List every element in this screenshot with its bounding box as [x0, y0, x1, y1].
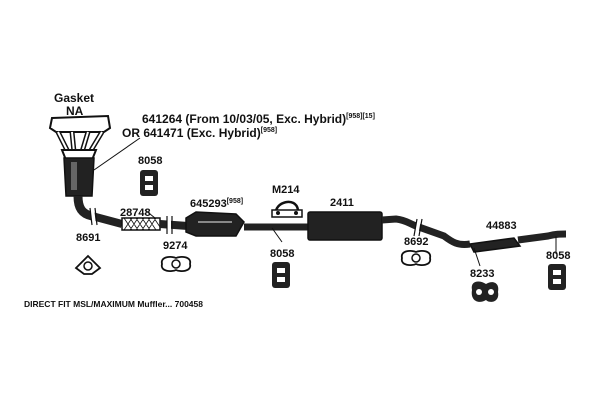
hanger-top-label: 8058	[138, 155, 162, 167]
hanger-mid-label: 8058	[270, 248, 294, 260]
hanger-8233-label: 8233	[470, 268, 494, 280]
hanger-top-part	[140, 170, 158, 196]
flange-joint-flex	[166, 216, 173, 234]
tailpipe-label: 44883	[486, 220, 517, 232]
resonator-part	[307, 211, 471, 248]
flange-left-label: 8691	[76, 232, 100, 244]
converter-label: 645293[958]	[190, 198, 243, 210]
flex-pipe-part	[90, 212, 189, 231]
flex-pipe-leader	[144, 209, 156, 219]
manifold-part-number-1: 641264 (From 10/03/05, Exc. Hybrid)[958]…	[142, 112, 375, 126]
flange-joint-left	[89, 207, 98, 226]
flex-pipe-label: 28748	[120, 207, 151, 219]
hanger-right-part	[548, 264, 566, 290]
manifold-part-number-2: OR 641471 (Exc. Hybrid)[958]	[122, 126, 277, 140]
gasket-label-line2: NA	[66, 104, 84, 118]
gasket-8692-part	[400, 250, 432, 266]
gasket-8691-part	[74, 254, 102, 275]
catalytic-converter-part	[185, 211, 308, 237]
flange-joint-right	[413, 218, 423, 237]
manifold-leader-line	[93, 137, 141, 171]
gasket-9274-part	[160, 256, 192, 272]
footer-note: DIRECT FIT MSL/MAXIMUM Muffler... 700458	[24, 299, 203, 309]
clamp-label: M214	[272, 184, 300, 196]
gasket-label-line1: Gasket	[54, 91, 94, 105]
hanger-8233-part	[471, 281, 499, 302]
tailpipe-8233-leader	[473, 247, 481, 267]
clamp-part	[271, 200, 303, 218]
flange-right-label: 8692	[404, 236, 428, 248]
hanger-mid-leader	[271, 227, 283, 243]
gasket-9274-label: 9274	[163, 240, 188, 252]
resonator-label: 2411	[330, 197, 354, 209]
hanger-right-label: 8058	[546, 250, 570, 262]
tailpipe-muffler-part	[468, 230, 567, 253]
hanger-mid-part	[272, 262, 290, 288]
exhaust-manifold-part	[48, 114, 112, 221]
